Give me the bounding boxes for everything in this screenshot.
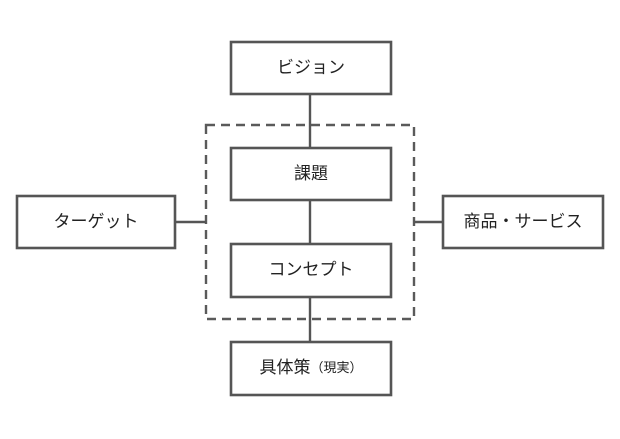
vision-label: ビジョン <box>277 58 345 78</box>
concept-box: コンセプト <box>229 242 393 299</box>
concept-label: コンセプト <box>269 260 354 280</box>
product-service-label: 商品・サービス <box>464 212 583 232</box>
measures-label-note: （現実） <box>310 360 362 376</box>
measures-label: 具体策（現実） <box>259 358 362 378</box>
target-label: ターゲット <box>54 212 139 232</box>
vision-box: ビジョン <box>229 40 393 96</box>
issue-label: 課題 <box>294 164 328 184</box>
issue-box: 課題 <box>229 146 393 202</box>
product-service-box: 商品・サービス <box>441 194 605 250</box>
measures-label-main: 具体策 <box>259 358 310 378</box>
target-box: ターゲット <box>15 194 177 250</box>
measures-box: 具体策（現実） <box>229 340 393 397</box>
